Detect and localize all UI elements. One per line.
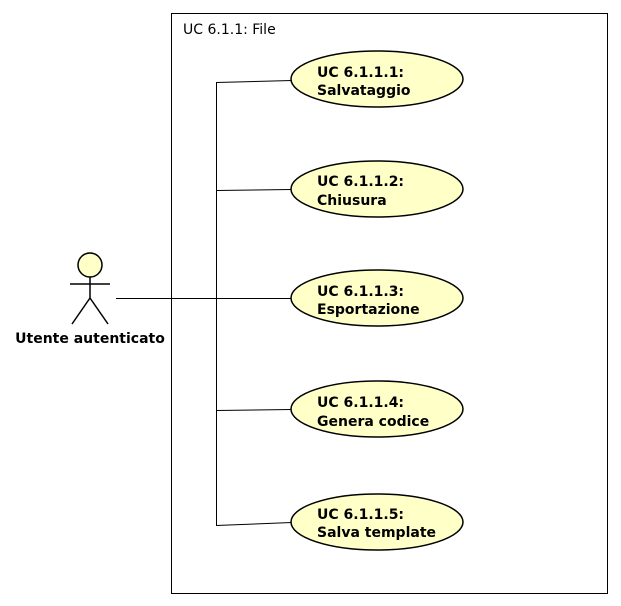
use-case-ellipse (290, 50, 464, 108)
actor-leg-left (71, 297, 91, 325)
use-case-ellipse (290, 380, 464, 438)
use-case-5: UC 6.1.1.5: Salva template (290, 493, 464, 551)
actor: Utente autenticato (15, 252, 165, 347)
actor-leg-right (89, 297, 109, 325)
use-case-4: UC 6.1.1.4: Genera codice (290, 380, 464, 438)
actor-label: Utente autenticato (15, 331, 165, 347)
use-case-id: UC 6.1.1.3: (317, 284, 404, 300)
use-case-id: UC 6.1.1.1: (317, 65, 404, 81)
use-case-2: UC 6.1.1.2: Chiusura (290, 160, 464, 218)
use-case-ellipse (290, 493, 464, 551)
actor-head (77, 252, 103, 278)
boundary-title: UC 6.1.1: File (183, 22, 276, 38)
use-case-name: Salva template (317, 525, 436, 541)
use-case-id: UC 6.1.1.4: (317, 395, 404, 411)
use-case-id: UC 6.1.1.2: (317, 174, 404, 190)
use-case-3: UC 6.1.1.3: Esportazione (290, 269, 464, 327)
use-case-ellipse (290, 269, 464, 327)
use-case-name: Salvataggio (317, 83, 411, 99)
associations (116, 80, 293, 526)
use-case-name: Chiusura (317, 193, 387, 209)
association-branch-5 (215, 522, 293, 526)
use-case-name: Esportazione (317, 302, 420, 318)
association-branch-1 (215, 80, 293, 83)
use-case-ellipse (290, 160, 464, 218)
use-case-name: Genera codice (317, 414, 429, 430)
association-branch-2 (215, 189, 293, 191)
use-case-id: UC 6.1.1.5: (317, 507, 404, 523)
use-case-1: UC 6.1.1.1: Salvataggio (290, 50, 464, 108)
association-branch-4 (215, 409, 293, 411)
